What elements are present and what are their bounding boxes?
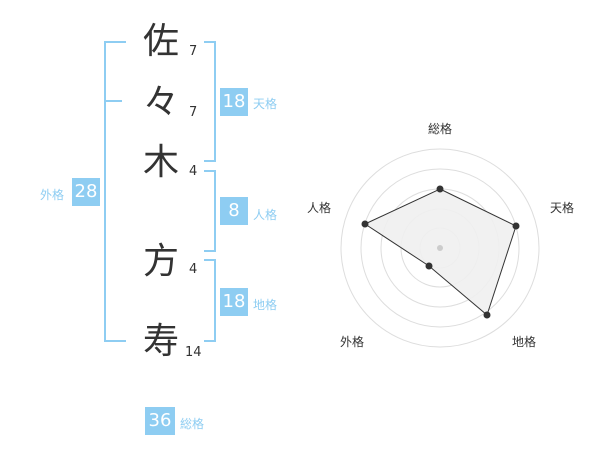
stroke-count-2: 7 (189, 105, 198, 120)
kanji-4: 方 (143, 241, 180, 282)
radar-ring-4 (340, 148, 540, 348)
stroke-count-5: 14 (185, 345, 202, 360)
soukaku-badge: 36 (145, 407, 175, 435)
radar-ring-3 (360, 168, 520, 328)
radar-point-gaikaku (425, 262, 433, 270)
radar-label-tenkaku: 天格 (550, 200, 574, 215)
tenkaku-badge: 18 (220, 88, 248, 116)
radar-center-dot (437, 245, 443, 251)
stroke-count-1: 7 (189, 44, 198, 59)
kanji-1: 佐 (143, 21, 180, 62)
stroke-count-4: 4 (189, 262, 198, 277)
radar-label-gaikaku: 外格 (340, 334, 364, 349)
kanji-2: 々 (143, 82, 180, 123)
jinkaku-label: 人格 (253, 208, 278, 222)
radar-point-soukaku (436, 185, 444, 193)
gaikaku-label: 外格 (40, 188, 65, 202)
radar-label-soukaku: 総格 (428, 121, 452, 136)
chikaku-label: 地格 (253, 298, 278, 312)
radar-area (363, 188, 517, 316)
jinkaku-badge: 8 (220, 197, 248, 225)
tenkaku-bracket (204, 41, 216, 162)
jinkaku-bracket (204, 170, 216, 252)
radar-point-jinkaku (361, 220, 369, 228)
radar-point-chikaku (483, 311, 491, 319)
gaikaku-bracket (104, 41, 126, 342)
kanji-3: 木 (143, 142, 180, 183)
radar-point-tenkaku (512, 222, 520, 230)
soukaku-label: 総格 (180, 417, 205, 431)
tenkaku-label: 天格 (253, 97, 278, 111)
kanji-5: 寿 (143, 321, 180, 362)
stroke-count-3: 4 (189, 164, 198, 179)
radar-label-chikaku: 地格 (512, 334, 536, 349)
chikaku-bracket (204, 259, 216, 342)
chikaku-badge: 18 (220, 288, 248, 316)
radar-label-jinkaku: 人格 (307, 200, 331, 215)
gaikaku-bracket-tick-1 (104, 100, 122, 102)
gaikaku-badge: 28 (72, 178, 100, 206)
